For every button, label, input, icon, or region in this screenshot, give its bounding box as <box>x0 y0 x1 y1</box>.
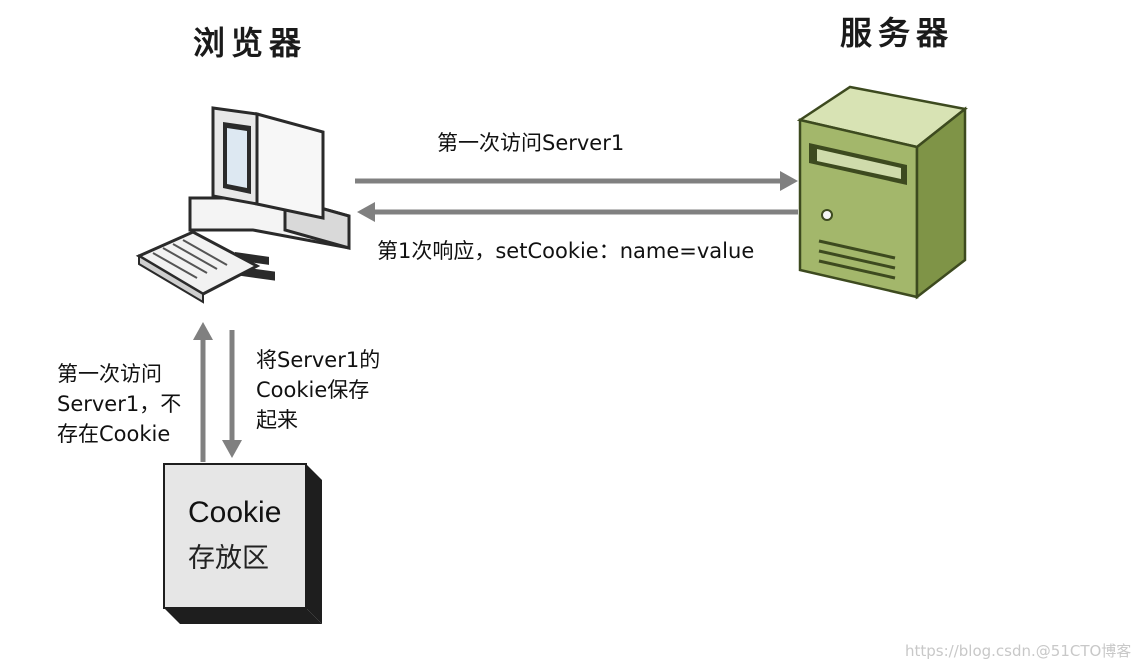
first-response-label: 第1次响应，setCookie：name=value <box>377 239 755 263</box>
cookie-storage-box <box>163 463 322 624</box>
left-note-label: 第一次访问 Server1，不 存在Cookie <box>57 362 182 446</box>
storage-title: Cookie <box>188 496 282 529</box>
watermark: https://blog.csdn.@51CTO博客 <box>905 642 1132 660</box>
arrow-to-server <box>355 171 798 191</box>
arrow-to-browser <box>357 202 798 222</box>
browser-title: 浏览器 <box>193 24 308 62</box>
storage-subtitle: 存放区 <box>188 543 269 574</box>
desktop-computer-icon <box>135 106 351 304</box>
server-tower-icon <box>796 85 968 300</box>
arrow-up-to-browser <box>193 322 213 462</box>
server-title: 服务器 <box>840 14 955 52</box>
right-note-label: 将Server1的 Cookie保存 起来 <box>256 348 381 432</box>
arrow-down-to-storage <box>222 330 242 458</box>
first-visit-label: 第一次访问Server1 <box>437 131 625 155</box>
